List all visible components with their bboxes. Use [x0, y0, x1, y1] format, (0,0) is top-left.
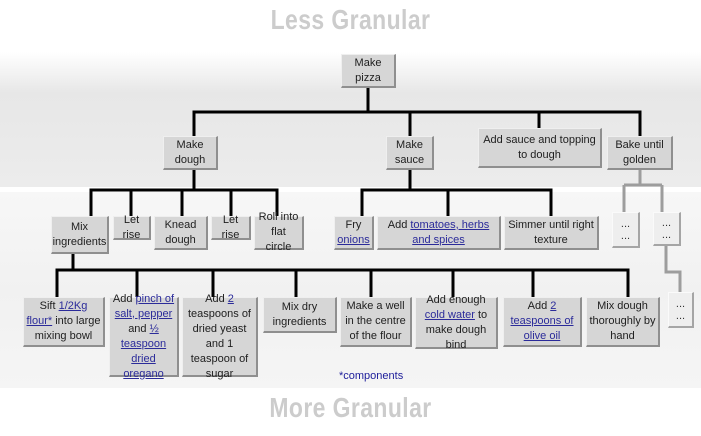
node-add-tomatoes-text: Add tomatoes, herbs and spices: [380, 218, 497, 248]
sift-label: Sift: [39, 300, 56, 312]
ellipsis-box-3[interactable]: ... ...: [668, 292, 694, 328]
node-sift-flour-text: Sift 1/2Kg flour* into large mixing bowl: [26, 299, 101, 344]
node-bake-until-golden-label: Bake until golden: [615, 138, 664, 166]
ellipsis-1b: ...: [620, 229, 631, 242]
node-roll-flat-circle-label: Roll into flat circle: [258, 211, 299, 253]
node-add-olive-oil-text: Add 2 teaspoons of olive oil: [506, 299, 578, 344]
node-mix-dry-ingredients-label: Mix dry ingredients: [272, 300, 327, 328]
ellipsis-3b: ...: [675, 309, 686, 322]
node-make-well[interactable]: Make a well in the centre of the flour: [340, 297, 412, 347]
node-add-tomatoes[interactable]: Add tomatoes, herbs and spices: [377, 216, 501, 250]
node-add-sauce-topping-label: Add sauce and topping to dough: [483, 133, 596, 161]
node-mix-dough-by-hand[interactable]: Mix dough thoroughly by hand: [586, 297, 660, 347]
node-make-sauce-label: Make sauce: [394, 138, 425, 166]
node-let-rise-1-label: Let rise: [122, 213, 141, 241]
node-mix-dough-by-hand-label: Mix dough thoroughly by hand: [589, 300, 656, 342]
flour-link[interactable]: 1/2Kg flour*: [26, 300, 88, 327]
node-mix-ingredients-label: Mix ingredients: [52, 220, 107, 248]
node-mix-ingredients[interactable]: Mix ingredients: [51, 216, 109, 254]
cold-water-link[interactable]: cold water: [424, 308, 475, 321]
node-simmer-label: Simmer until right texture: [508, 218, 594, 246]
ellipsis-box-1[interactable]: ... ...: [612, 212, 640, 248]
sift-post-label: into large mixing bowl: [34, 315, 101, 342]
onions-link[interactable]: onions: [337, 233, 370, 246]
node-make-sauce[interactable]: Make sauce: [386, 136, 434, 170]
ellipsis-3a: ...: [675, 297, 686, 310]
add-yeast-post-label: teaspoons of dried yeast and 1 teaspoon …: [188, 307, 251, 380]
ellipsis-box-2[interactable]: ... ...: [653, 212, 681, 246]
add-salt-label: Add: [112, 292, 133, 305]
olive-oil-link[interactable]: 2 teaspoons of olive oil: [510, 300, 574, 342]
node-add-olive-oil[interactable]: Add 2 teaspoons of olive oil: [503, 297, 582, 347]
ellipsis-2b: ...: [661, 228, 672, 241]
add-tomatoes-label: Add: [387, 218, 408, 231]
tomatoes-herbs-spices-link[interactable]: tomatoes, herbs and spices: [410, 218, 490, 246]
add-salt-and-label: and: [128, 322, 147, 335]
node-add-yeast-text: Add 2 teaspoons of dried yeast and 1 tea…: [185, 292, 254, 382]
add-oil-label: Add: [527, 300, 548, 312]
node-make-pizza[interactable]: Make pizza: [341, 54, 396, 88]
node-make-dough[interactable]: Make dough: [163, 136, 218, 170]
add-water-label: Add enough: [426, 293, 486, 306]
node-knead-dough-label: Knead dough: [164, 218, 197, 246]
node-add-sauce-topping[interactable]: Add sauce and topping to dough: [478, 128, 602, 168]
node-add-water[interactable]: Add enough cold water to make dough bind: [415, 294, 498, 351]
yeast-amount-link[interactable]: 2: [227, 292, 234, 305]
add-water-post-label: to make dough bind: [425, 308, 488, 351]
node-simmer[interactable]: Simmer until right texture: [504, 216, 599, 250]
node-add-salt-pepper-text: Add pinch of salt, pepper and ½ teaspoon…: [112, 292, 175, 382]
edge-to-ellipsis-3: [664, 245, 682, 292]
fry-label: Fry: [345, 218, 362, 231]
oregano-link[interactable]: ½ teaspoon dried oregano: [120, 322, 167, 380]
ellipsis-2a: ...: [661, 216, 672, 229]
node-roll-flat-circle[interactable]: Roll into flat circle: [254, 211, 304, 253]
node-fry-onions-text: Fry onions: [337, 218, 369, 248]
node-make-pizza-label: Make pizza: [354, 56, 382, 84]
less-granular-heading: Less Granular: [270, 4, 431, 35]
node-let-rise-2[interactable]: Let rise: [211, 213, 251, 241]
node-sift-flour[interactable]: Sift 1/2Kg flour* into large mixing bowl: [23, 297, 105, 347]
node-knead-dough[interactable]: Knead dough: [154, 216, 208, 250]
node-mix-dry-ingredients[interactable]: Mix dry ingredients: [263, 297, 337, 333]
node-let-rise-1[interactable]: Let rise: [113, 213, 151, 241]
salt-pepper-link[interactable]: pinch of salt, pepper: [114, 292, 175, 320]
components-footnote: *components: [339, 370, 404, 382]
node-add-water-text: Add enough cold water to make dough bind: [418, 293, 494, 353]
node-add-yeast[interactable]: Add 2 teaspoons of dried yeast and 1 tea…: [182, 293, 258, 380]
add-yeast-label: Add: [205, 292, 225, 305]
node-make-well-label: Make a well in the centre of the flour: [345, 300, 406, 342]
more-granular-heading: More Granular: [269, 392, 432, 423]
node-bake-until-golden[interactable]: Bake until golden: [607, 136, 673, 170]
node-make-dough-label: Make dough: [174, 138, 206, 166]
ellipsis-1a: ...: [620, 217, 631, 230]
node-fry-onions[interactable]: Fry onions: [334, 216, 374, 250]
node-let-rise-2-label: Let rise: [221, 213, 240, 241]
node-add-salt-pepper[interactable]: Add pinch of salt, pepper and ½ teaspoon…: [109, 293, 179, 380]
